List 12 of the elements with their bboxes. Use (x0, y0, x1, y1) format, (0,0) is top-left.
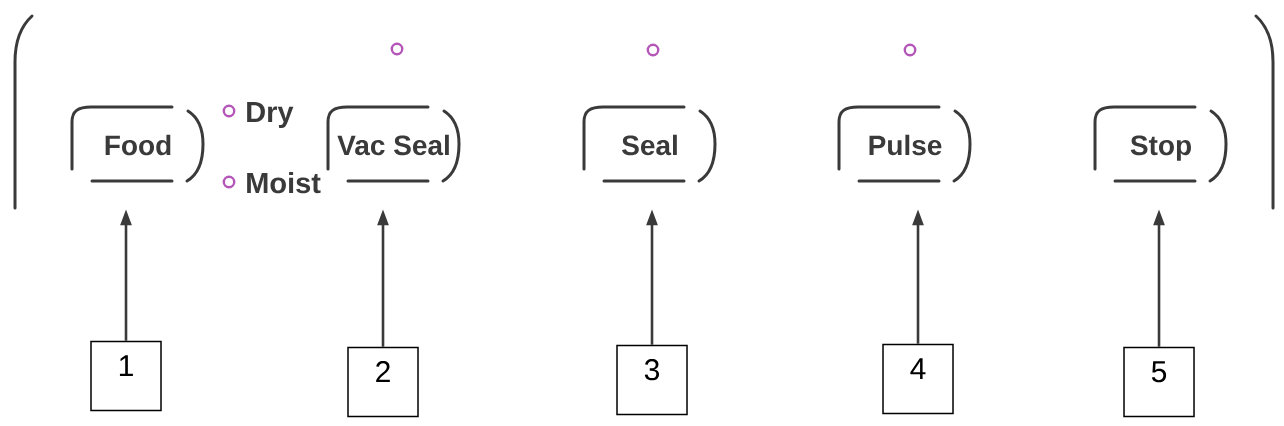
callout-number: 4 (882, 343, 954, 415)
panel-button: Vac Seal (326, 105, 461, 183)
callout-number: 5 (1123, 346, 1195, 418)
panel-button: Seal (582, 105, 717, 183)
callout-number: 3 (616, 344, 688, 416)
callout-number: 1 (90, 340, 162, 412)
mode-label: Moist (247, 172, 321, 194)
callout-number: 2 (347, 346, 419, 418)
panel-button: Stop (1093, 105, 1228, 183)
panel-button: Pulse (837, 105, 972, 183)
panel-button: Food (70, 105, 205, 183)
mode-label: Dry (247, 102, 294, 129)
